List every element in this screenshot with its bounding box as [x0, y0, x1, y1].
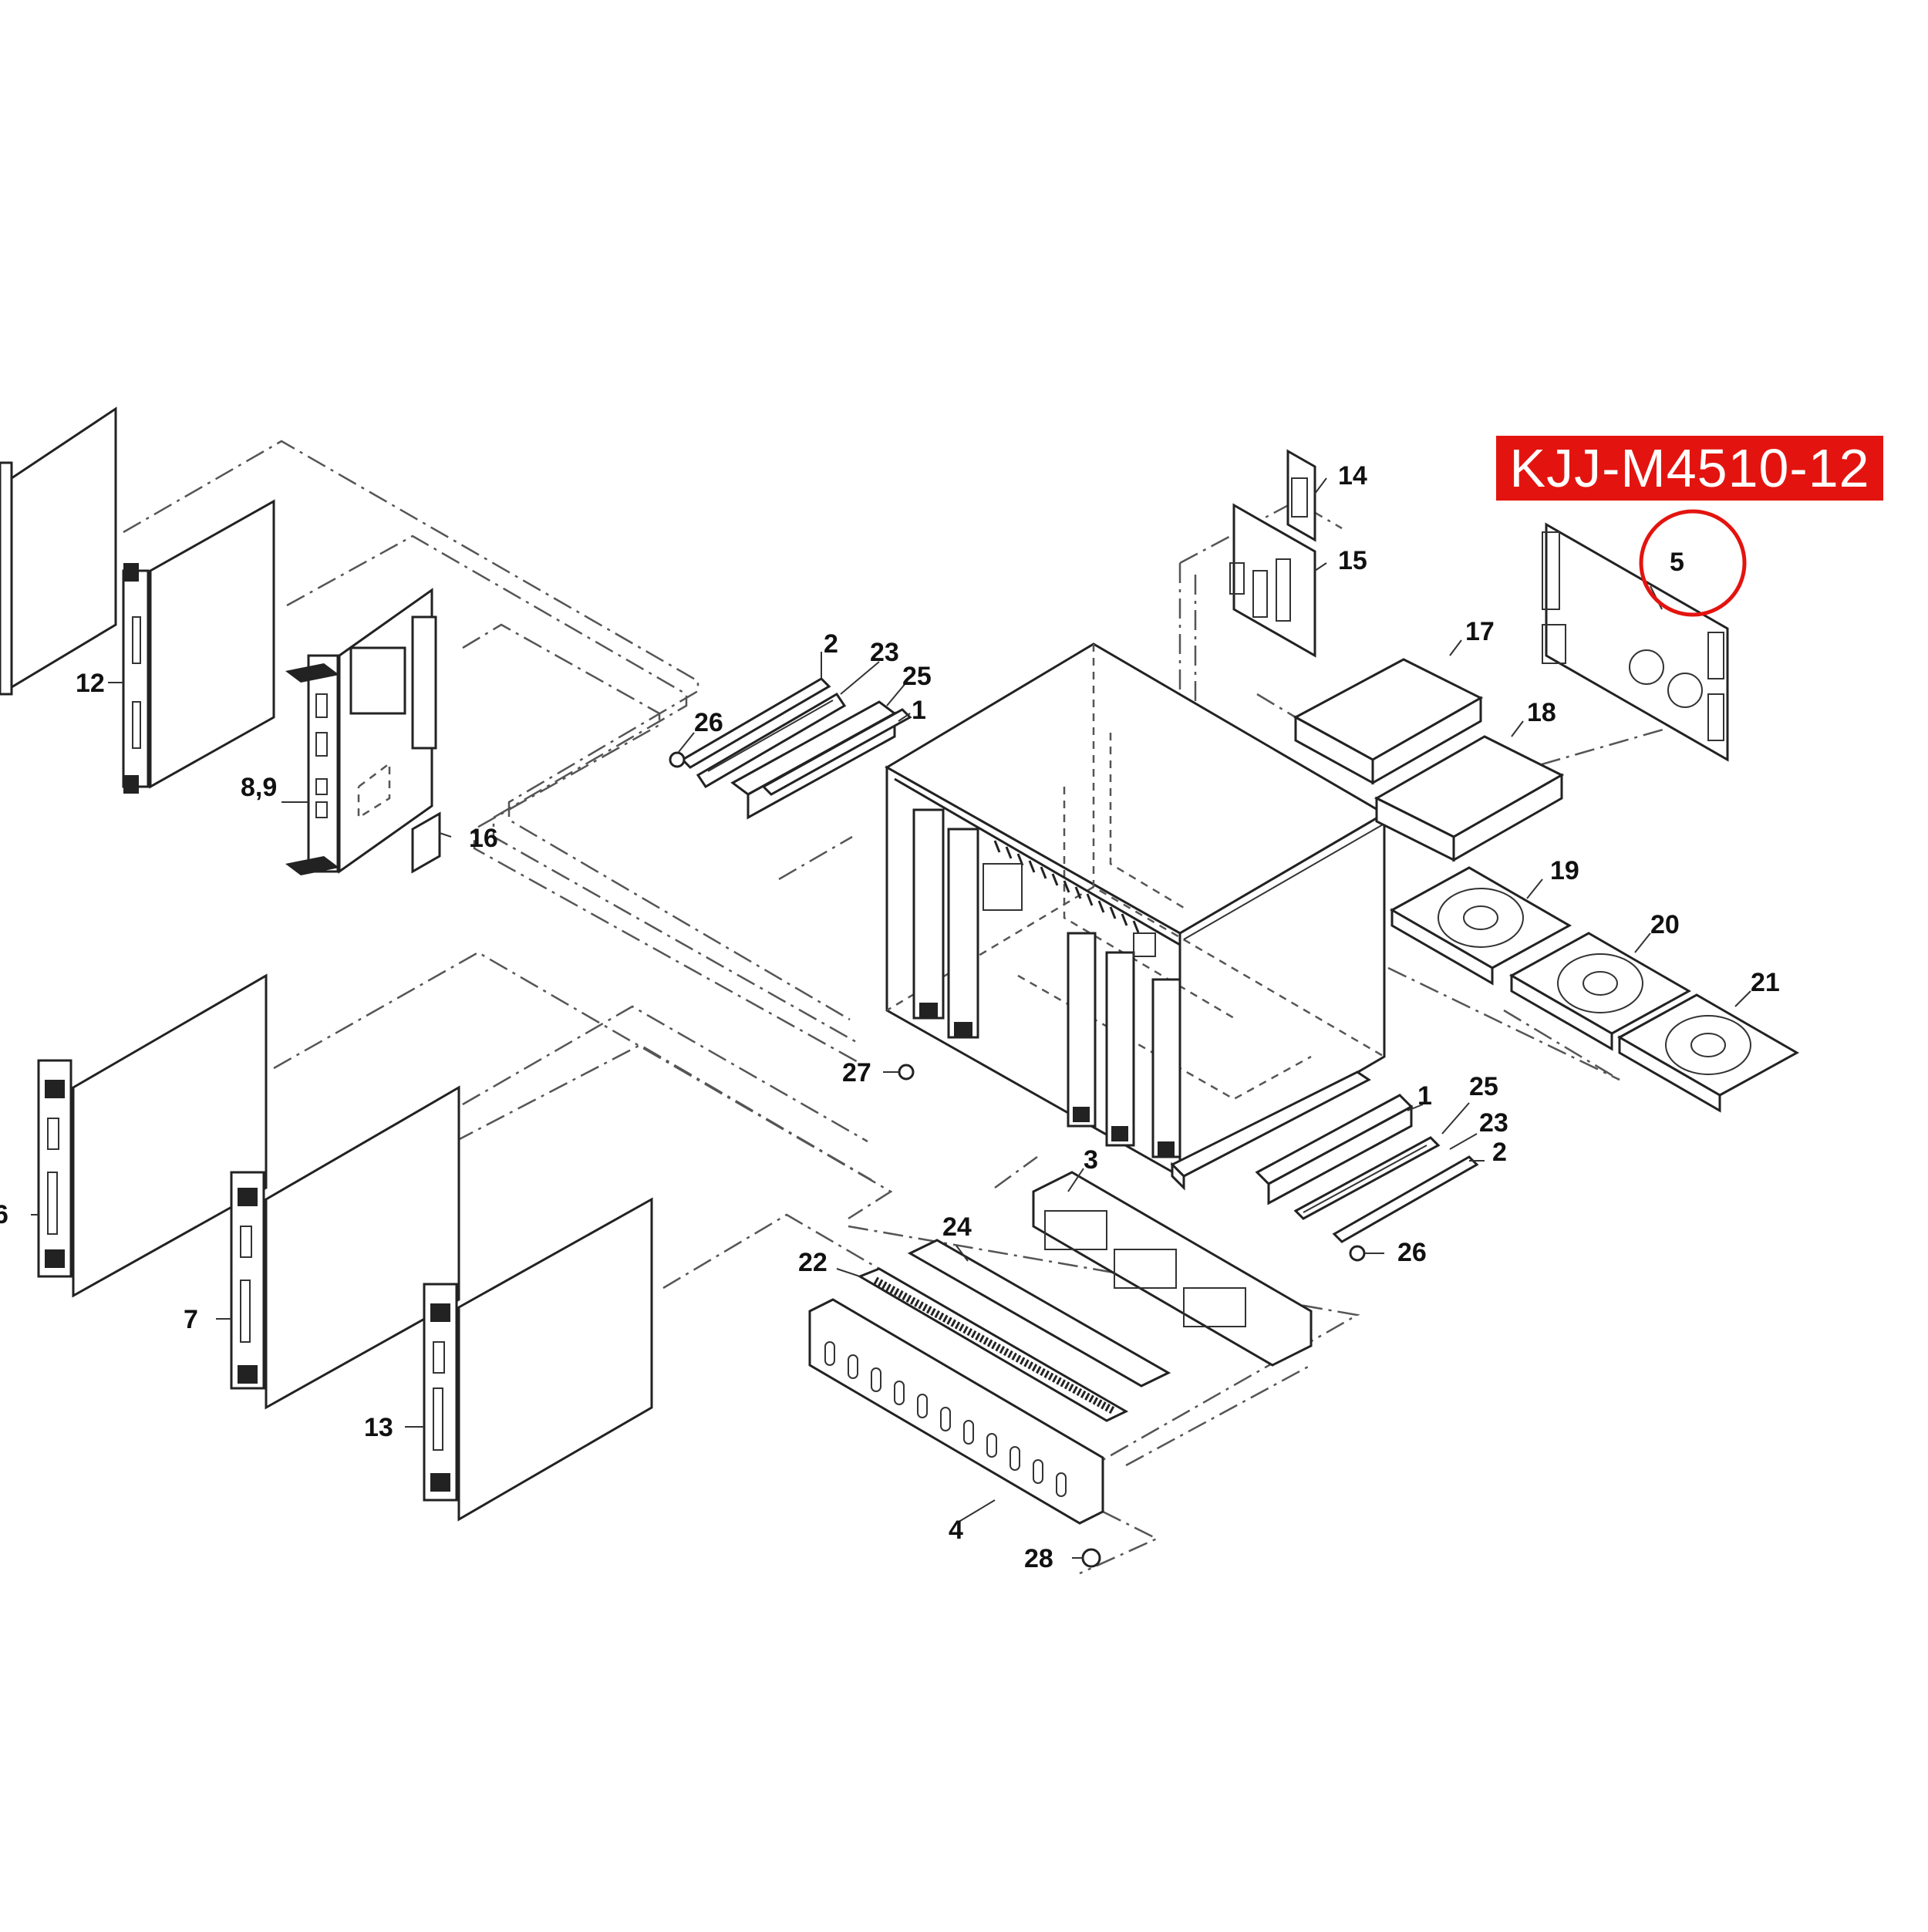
callout-26-bottom: 26	[1397, 1238, 1427, 1267]
callout-25-bottom: 25	[1469, 1072, 1498, 1101]
callout-1-bottom: 1	[1417, 1081, 1432, 1111]
callout-27: 27	[842, 1058, 871, 1087]
callout-22: 22	[798, 1248, 827, 1277]
callout-8-9: 8,9	[241, 773, 277, 802]
callout-6: 6	[0, 1200, 8, 1229]
callout-23-bottom: 23	[1479, 1108, 1508, 1138]
callout-23-top: 23	[870, 638, 899, 667]
filter-part-24	[907, 1239, 1171, 1387]
pcb-part-5	[1542, 522, 1729, 762]
callout-21: 21	[1751, 968, 1780, 997]
callout-15: 15	[1338, 546, 1367, 575]
pcb-left-edge-partial	[0, 406, 117, 696]
top-rail-parts	[669, 677, 912, 820]
highlight-circle	[1639, 509, 1747, 617]
power-unit-part-17	[1293, 658, 1484, 785]
callout-16: 16	[469, 824, 498, 853]
callout-7: 7	[184, 1305, 198, 1334]
callout-24: 24	[942, 1212, 972, 1242]
label-part-16	[411, 811, 441, 874]
callout-4: 4	[949, 1516, 963, 1545]
fan-part-19	[1389, 866, 1572, 986]
callout-12: 12	[76, 669, 105, 698]
pcb-part-15	[1229, 503, 1316, 658]
callout-28: 28	[1024, 1544, 1053, 1573]
pcb-part-7	[230, 1085, 460, 1410]
callout-17: 17	[1465, 617, 1495, 646]
fan-part-21	[1616, 993, 1800, 1113]
bottom-rail-parts	[1255, 1094, 1479, 1262]
callout-19: 19	[1550, 856, 1579, 885]
pcb-part-12	[122, 499, 275, 794]
screws	[898, 1064, 1101, 1568]
fan-part-20	[1508, 932, 1692, 1051]
callout-leaders	[31, 477, 1751, 1559]
callout-26-top: 26	[694, 708, 723, 737]
callout-3: 3	[1084, 1145, 1098, 1175]
callout-20: 20	[1650, 910, 1680, 939]
grill-part-22	[857, 1267, 1129, 1422]
chassis-front-cards	[912, 808, 1181, 1158]
callout-1-top: 1	[912, 696, 926, 725]
pcb-part-6	[37, 973, 268, 1298]
callout-2-top: 2	[824, 629, 838, 659]
callout-2-bottom: 2	[1492, 1138, 1507, 1167]
pcb-part-14	[1286, 449, 1316, 542]
callout-25-top: 25	[902, 662, 932, 691]
chassis-vent-slots	[993, 840, 1140, 933]
callout-13: 13	[364, 1413, 393, 1442]
callout-labels: 12 8,9 16 2 23 25 1 26 27 14 15 17 18 5 …	[0, 461, 1780, 1573]
callout-5: 5	[1670, 548, 1684, 577]
pcb-part-8-9	[285, 588, 437, 875]
callout-18: 18	[1527, 698, 1556, 727]
front-cover-part-4	[808, 1298, 1104, 1525]
bracket-part-3	[1032, 1171, 1313, 1367]
callout-14: 14	[1338, 461, 1367, 491]
part-number-tag: KJJ-M4510-12	[1496, 436, 1883, 501]
power-unit-part-18	[1374, 735, 1565, 862]
pcb-part-13	[423, 1197, 653, 1522]
